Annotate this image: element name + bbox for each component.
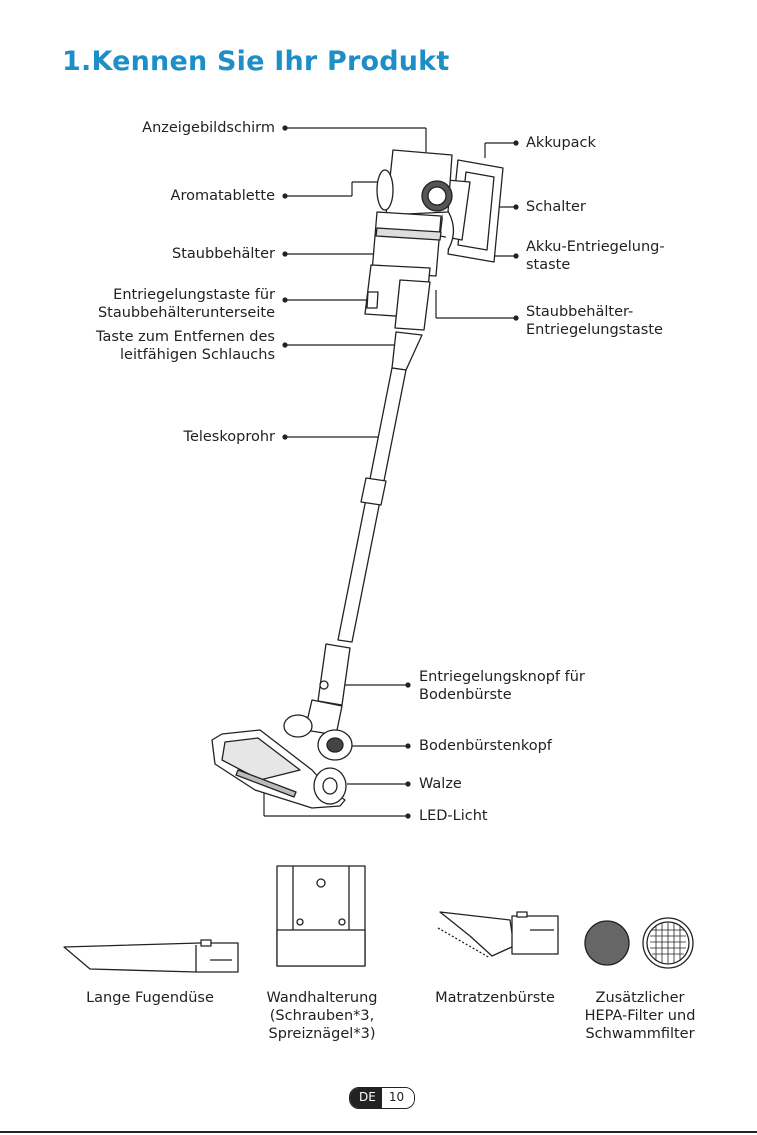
label-dustbin: Staubbehälter: [172, 246, 275, 262]
label-battery: Akkupack: [526, 135, 596, 151]
crevice-tool: [63, 942, 239, 973]
label-aroma: Aromatablette: [170, 188, 275, 204]
page-title: 1.Kennen Sie Ihr Produkt: [62, 46, 450, 77]
label-hose-release: Taste zum Entfernen des leitfähigen Schl…: [95, 329, 275, 363]
label-led: LED-Licht: [419, 808, 488, 824]
label-tube: Teleskoprohr: [183, 429, 275, 445]
label-bottom-release: Entriegelungstaste für Staubbehälterunte…: [97, 287, 275, 321]
telescopic-tube: [337, 367, 407, 643]
label-mattress-brush: Matratzenbürste: [435, 990, 555, 1006]
mattress-brush: [439, 911, 515, 957]
label-wall-mount: Wandhalterung (Schrauben*3, Spreiznägel*…: [266, 990, 378, 1042]
sponge-filter: [584, 920, 630, 966]
page-badge: DE 10: [349, 1087, 416, 1109]
language-tag: DE: [350, 1088, 382, 1108]
label-floor-head: Bodenbürstenkopf: [419, 738, 552, 754]
label-crevice-tool: Lange Fugendüse: [86, 990, 214, 1006]
label-display: Anzeigebildschirm: [142, 120, 275, 136]
label-filters: Zusätzlicher HEPA-Filter und Schwammfilt…: [584, 990, 696, 1042]
label-battery-release: Akku-Entriegelung- staste: [526, 239, 665, 273]
dustbin: [371, 211, 442, 277]
label-switch: Schalter: [526, 199, 586, 215]
label-brush-release: Entriegelungsknopf für Bodenbürste: [419, 669, 585, 703]
label-dustbin-release: Staubbehälter- Entriegelungstaste: [526, 304, 663, 338]
label-roller: Walze: [419, 776, 462, 792]
page-number: 10: [381, 1088, 415, 1108]
bottom-rule: [0, 1131, 757, 1133]
